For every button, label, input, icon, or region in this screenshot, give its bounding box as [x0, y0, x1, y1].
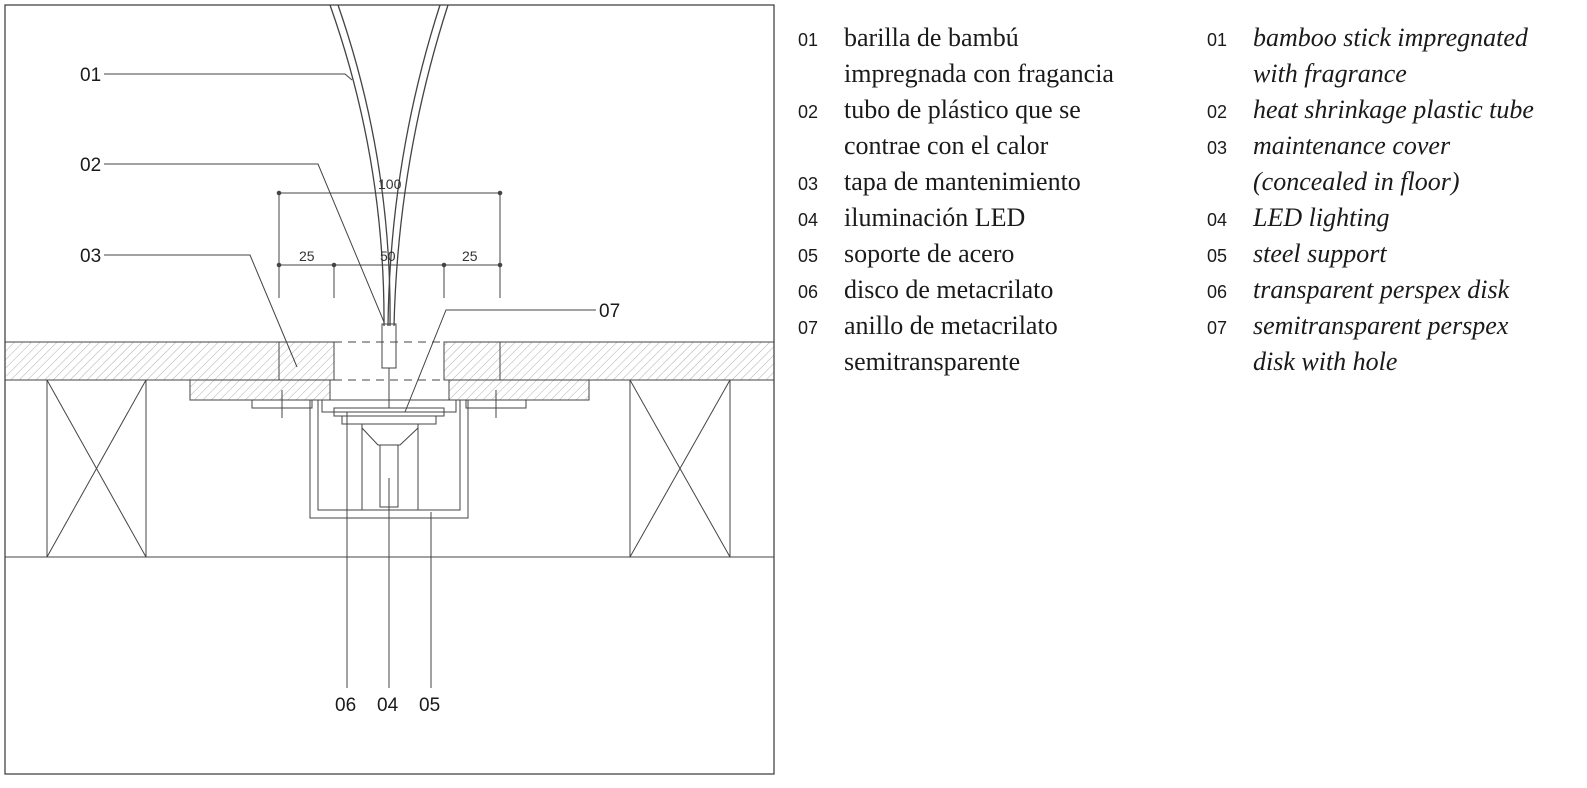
legend-text: anillo de metacrilato semitransparente	[844, 308, 1058, 380]
legend-text: iluminación LED	[844, 200, 1025, 236]
legend-text: barilla de bambú impregnada con fragancia	[844, 20, 1114, 92]
bamboo-sticks	[329, 4, 449, 327]
legend-item: 03 maintenance cover (concealed in floor)	[1207, 128, 1587, 200]
legend-number: 03	[1207, 138, 1228, 158]
legend-text-line: tapa de mantenimiento	[844, 167, 1081, 196]
legend-text: LED lighting	[1253, 200, 1390, 236]
legend-number: 03	[798, 174, 819, 194]
legend-text-line: barilla de bambú	[844, 23, 1019, 52]
legend-number: 02	[1207, 102, 1228, 122]
legend-number: 04	[798, 210, 819, 230]
legend-text-line: soporte de acero	[844, 239, 1015, 268]
legend-number: 01	[798, 30, 819, 50]
legend-text: bamboo stick impregnated with fragrance	[1253, 20, 1528, 92]
legend-number: 07	[798, 318, 819, 338]
callout-01: 01	[80, 65, 101, 86]
legend-number: 05	[798, 246, 819, 266]
legend-text-line: heat shrinkage plastic tube	[1253, 95, 1534, 124]
legend-text-line: contrae con el calor	[844, 131, 1049, 160]
led-unit	[361, 423, 419, 511]
legend-item: 05 steel support	[1207, 236, 1587, 272]
legend-text-line: transparent perspex disk	[1253, 275, 1510, 304]
legend-text-line: (concealed in floor)	[1253, 167, 1460, 196]
legend-number: 06	[798, 282, 819, 302]
legend-item: 06 transparent perspex disk	[1207, 272, 1587, 308]
legend-text: semitransparent perspex disk with hole	[1253, 308, 1508, 380]
legend-text-line: maintenance cover	[1253, 131, 1451, 160]
legend-item: 01 bamboo stick impregnated with fragrance	[1207, 20, 1587, 92]
legend-text: steel support	[1253, 236, 1387, 272]
legend-text-line: steel support	[1253, 239, 1387, 268]
joist-right	[629, 379, 731, 558]
legend-text-line: semitransparent perspex	[1253, 311, 1509, 340]
callout-02: 02	[80, 155, 101, 176]
legend-number: 06	[1207, 282, 1228, 302]
legend-number: 01	[1207, 30, 1228, 50]
legend-item: 05 soporte de acero	[798, 236, 1198, 272]
legend-text-line: disco de metacrilato	[844, 275, 1054, 304]
legend-item: 03 tapa de mantenimiento	[798, 164, 1198, 200]
legend-item: 06 disco de metacrilato	[798, 272, 1198, 308]
legend-spanish: 01 barilla de bambú impregnada con fraganc…	[798, 20, 1198, 380]
legend-item: 07 anillo de metacrilato semitransparente	[798, 308, 1198, 380]
legend-text-line: LED lighting	[1253, 203, 1390, 232]
dimension-lines	[276, 190, 503, 298]
floor-slab	[4, 341, 775, 381]
callout-06: 06	[335, 695, 356, 716]
plastic-tube	[381, 323, 397, 369]
legend-number: 07	[1207, 318, 1228, 338]
callout-04: 04	[377, 695, 399, 716]
legend-text-line: anillo de metacrilato	[844, 311, 1058, 340]
legend-text-line: impregnada con fragancia	[844, 59, 1114, 88]
dimension-total: 100	[378, 176, 402, 192]
drawing-frame	[4, 4, 775, 775]
legend-text-line: semitransparente	[844, 347, 1021, 376]
dimension-middle: 50	[380, 248, 396, 264]
legend-text-line: disk with hole	[1253, 347, 1398, 376]
fixings	[251, 390, 527, 418]
legend-item: 02 heat shrinkage plastic tube	[1207, 92, 1587, 128]
legend-text: disco de metacrilato	[844, 272, 1053, 308]
joist-left	[46, 379, 147, 558]
legend-text-line: with fragrance	[1253, 59, 1407, 88]
callout-05: 05	[419, 695, 440, 716]
dimension-left: 25	[299, 248, 315, 264]
legend-english: 01 bamboo stick impregnated with fragrance…	[1207, 20, 1587, 380]
callout-07: 07	[599, 301, 620, 322]
section-drawing: 100 25 50 25 01 02 03 07 06 04 05	[4, 4, 775, 775]
legend-item: 04 LED lighting	[1207, 200, 1587, 236]
leader-lines	[104, 73, 596, 688]
legend-text: tapa de mantenimiento	[844, 164, 1081, 200]
legend-text-line: iluminación LED	[844, 203, 1026, 232]
legend-number: 05	[1207, 246, 1228, 266]
legend-text: tubo de plástico que se contrae con el ca…	[844, 92, 1081, 164]
legend-text-line: tubo de plástico que se	[844, 95, 1081, 124]
legend-text: transparent perspex disk	[1253, 272, 1509, 308]
legend-item: 07 semitransparent perspex disk with hole	[1207, 308, 1587, 380]
legend-item: 04 iluminación LED	[798, 200, 1198, 236]
legend-number: 02	[798, 102, 819, 122]
legend-number: 04	[1207, 210, 1228, 230]
legend-item: 02 tubo de plástico que se contrae con el …	[798, 92, 1198, 164]
legend-text: maintenance cover (concealed in floor)	[1253, 128, 1460, 200]
legend-text-line: bamboo stick impregnated	[1253, 23, 1528, 52]
legend-text: heat shrinkage plastic tube	[1253, 92, 1534, 128]
dimension-right: 25	[462, 248, 478, 264]
legend-item: 01 barilla de bambú impregnada con fraganc…	[798, 20, 1198, 92]
legend-text: soporte de acero	[844, 236, 1014, 272]
perspex-disks	[333, 407, 445, 425]
callout-03: 03	[80, 246, 101, 267]
